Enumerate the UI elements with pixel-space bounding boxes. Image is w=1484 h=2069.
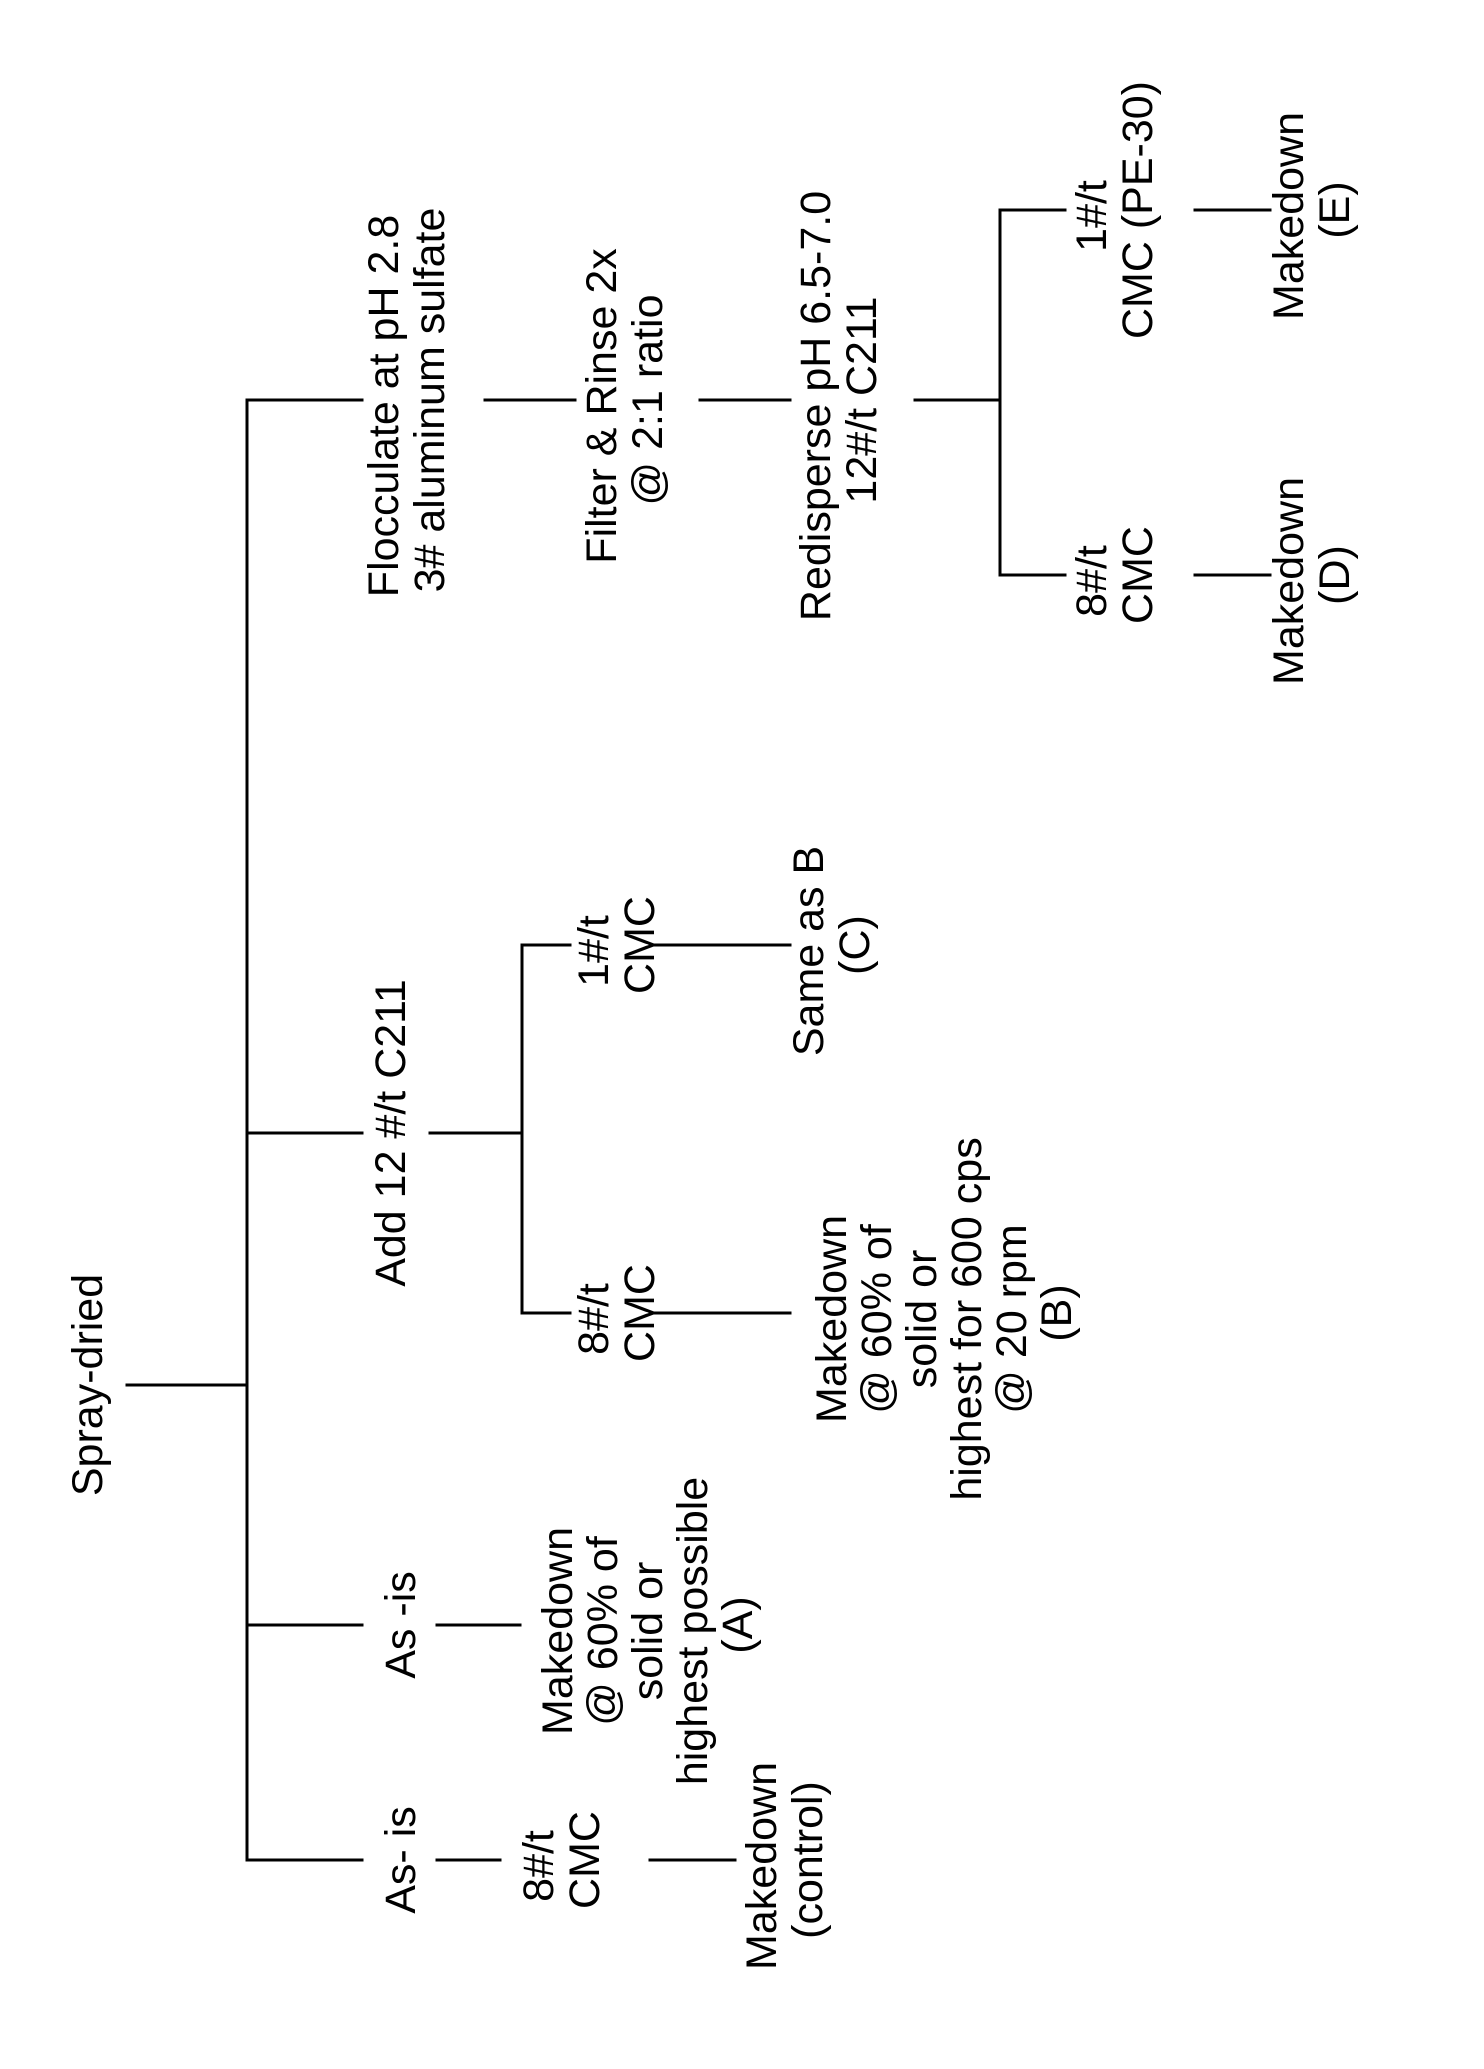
c211-cmc-b-label: 8#/t CMC xyxy=(570,1264,664,1362)
as-is-cmc-additive-label: 8#/t CMC xyxy=(515,1811,609,1909)
filter-rinse-label: Filter & Rinse 2x @ 2:1 ratio xyxy=(578,236,672,563)
svg-text:1#/t CMC (PE-30): 1#/t CMC (PE-30) xyxy=(1068,81,1162,339)
add-c211-label: Add 12 #/t C211 xyxy=(367,979,415,1287)
svg-text:Redisperse pH 6.5-7.0 12: Redisperse pH 6.5-7.0 12#/t C211 xyxy=(792,179,886,621)
svg-text:1#/t CMC: 1#/t CMC xyxy=(570,896,664,994)
root-label: Spray-dried xyxy=(64,1274,112,1496)
svg-text:8#/t CMC: 8#/t CMC xyxy=(515,1811,609,1909)
as-is-label: As -is xyxy=(377,1571,425,1679)
svg-text:Makedown (E): Makedown (E) xyxy=(1265,100,1359,320)
as-is-cmc-label: As- is xyxy=(377,1806,425,1914)
svg-text:8#/t CMC: 8#/t CMC xyxy=(1068,526,1162,624)
svg-text:Makedown @ 60% of: Makedown @ 60% of solid or highest possi… xyxy=(534,1465,762,1785)
svg-text:Spray-dried: Spray-dried xyxy=(64,1274,112,1496)
redisperse-cmc-d-label: 8#/t CMC xyxy=(1068,526,1162,624)
makedown-e-label: Makedown (E) xyxy=(1265,100,1359,320)
c211-cmc-c-label: 1#/t CMC xyxy=(570,896,664,994)
makedown-d-label: Makedown (D) xyxy=(1265,465,1359,685)
flocculate-label: Flocculate at pH 2.8 3# aluminum sulfate xyxy=(360,203,454,597)
makedown-a-label: Makedown @ 60% of solid or highest possi… xyxy=(534,1465,762,1785)
svg-text:Flocculate at pH 2.8 3#: Flocculate at pH 2.8 3# aluminum sulfate xyxy=(360,203,454,597)
svg-text:Same as B (C): Same as B (C) xyxy=(785,834,879,1056)
svg-text:Filter & Rinse 2x @ 2:1: Filter & Rinse 2x @ 2:1 ratio xyxy=(578,236,672,563)
svg-text:As- is: As- is xyxy=(377,1806,425,1914)
svg-text:As -is: As -is xyxy=(377,1571,425,1679)
redisperse-label: Redisperse pH 6.5-7.0 12#/t C211 xyxy=(792,179,886,621)
same-as-b-c-label: Same as B (C) xyxy=(785,834,879,1056)
makedown-control-label: Makedown (control) xyxy=(738,1750,832,1970)
redisperse-cmc-e-label: 1#/t CMC (PE-30) xyxy=(1068,81,1162,339)
svg-text:8#/t CMC: 8#/t CMC xyxy=(570,1264,664,1362)
svg-text:Makedown (control): Makedown (control) xyxy=(738,1750,832,1970)
makedown-b-label: Makedown @ 60% of solid or highest for 6… xyxy=(808,1125,1081,1500)
svg-text:Makedown @ 60% of: Makedown @ 60% of solid or highest for 6… xyxy=(808,1125,1081,1500)
svg-text:Add 12 #/t C211: Add 12 #/t C211 xyxy=(367,979,415,1287)
svg-text:Makedown (D): Makedown (D) xyxy=(1265,465,1359,685)
